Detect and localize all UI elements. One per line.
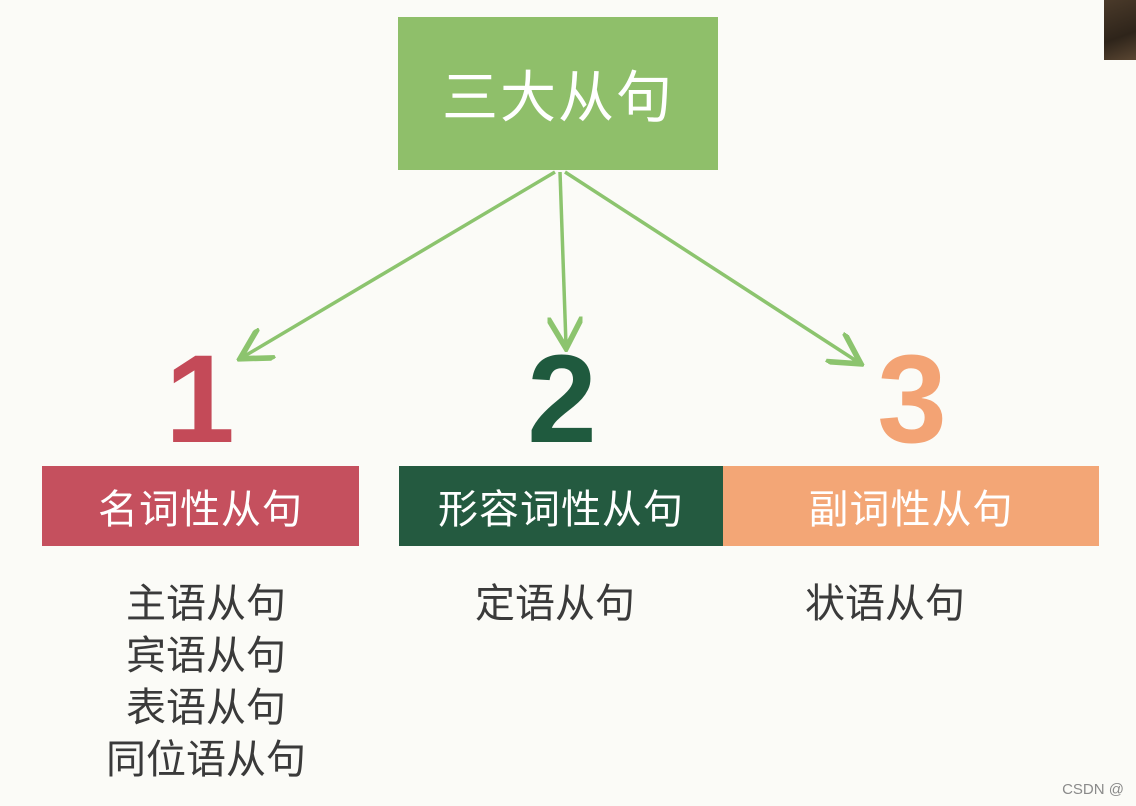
number-3: 3	[842, 335, 982, 465]
list-item-adverbial-clause: 状语从句	[760, 578, 1010, 630]
list-item-predicative-clause: 表语从句	[76, 682, 336, 734]
number-1: 1	[130, 335, 270, 465]
arrow-to-adverbial-clause	[565, 172, 858, 362]
adjective-clause-band: 形容词性从句	[399, 466, 723, 546]
arrow-to-adjective-clause	[560, 172, 566, 345]
csdn-watermark: CSDN @	[1062, 781, 1124, 798]
adjective-clause-list: 定语从句	[430, 578, 680, 630]
list-item-appositive-clause: 同位语从句	[76, 734, 336, 786]
adverbial-clause-band: 副词性从句	[723, 466, 1099, 546]
number-2: 2	[492, 335, 632, 465]
arrow-to-noun-clause	[243, 172, 555, 357]
list-item-subject-clause: 主语从句	[76, 578, 336, 630]
list-item-attributive-clause: 定语从句	[430, 578, 680, 630]
list-item-object-clause: 宾语从句	[76, 630, 336, 682]
adverbial-clause-list: 状语从句	[760, 578, 1010, 630]
noun-clause-band: 名词性从句	[42, 466, 359, 546]
noun-clause-list: 主语从句 宾语从句 表语从句 同位语从句	[76, 578, 336, 786]
